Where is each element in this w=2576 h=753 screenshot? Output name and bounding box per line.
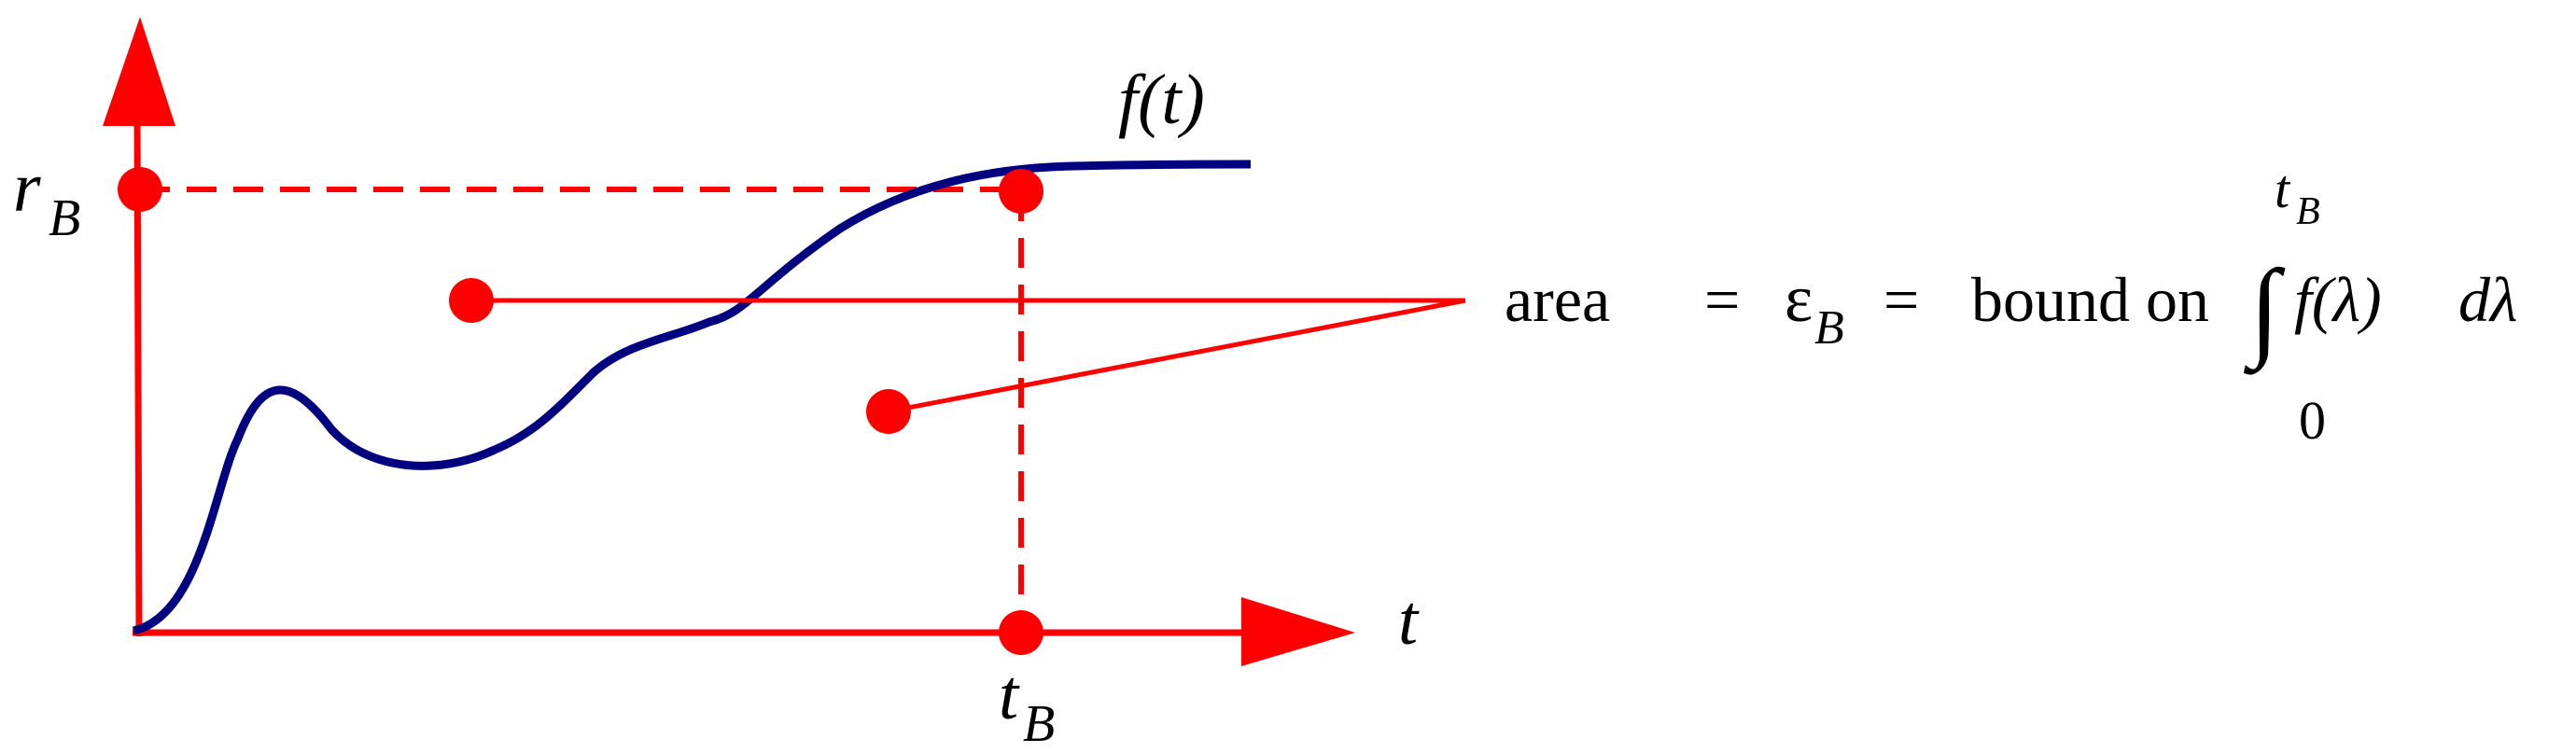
y-axis-arrowhead xyxy=(103,17,175,126)
area-equation: area = ε B = bound on ∫ t B 0 f(λ) dλ xyxy=(1505,159,2517,451)
upper-limit-subscript: B xyxy=(2296,190,2320,233)
curve-at-t-b-marker xyxy=(999,169,1043,214)
differential: dλ xyxy=(2458,264,2517,335)
t-axis-label: t xyxy=(1398,581,1420,660)
callout-upper-marker xyxy=(449,278,494,323)
integral-sign: ∫ xyxy=(2243,247,2286,375)
epsilon-symbol: ε xyxy=(1785,261,1813,336)
x-axis xyxy=(133,597,1355,666)
f-of-t-curve xyxy=(132,160,1252,635)
epsilon-subscript: B xyxy=(1814,301,1844,355)
t-b-tick-label: t xyxy=(999,656,1020,734)
bound-on-text: bound on xyxy=(1971,264,2209,335)
word-area: area xyxy=(1505,264,1610,335)
t-b-marker xyxy=(999,610,1043,655)
t-b-tick-label-subscript: B xyxy=(1023,695,1055,753)
equals-sign-1: = xyxy=(1704,264,1740,335)
callout-line-lower xyxy=(888,298,1466,414)
integrand: f(λ) xyxy=(2294,264,2382,335)
equals-sign-2: = xyxy=(1883,264,1919,335)
r-b-marker xyxy=(118,167,162,212)
lower-limit: 0 xyxy=(2299,390,2326,451)
callout-lower-marker xyxy=(866,389,911,434)
x-axis-arrowhead xyxy=(1241,597,1355,666)
r-b-label-subscript: B xyxy=(49,189,80,247)
r-b-label: r xyxy=(13,148,41,227)
curve-label: f(t) xyxy=(1118,61,1205,139)
y-axis xyxy=(103,17,175,637)
upper-limit-variable: t xyxy=(2275,159,2291,219)
